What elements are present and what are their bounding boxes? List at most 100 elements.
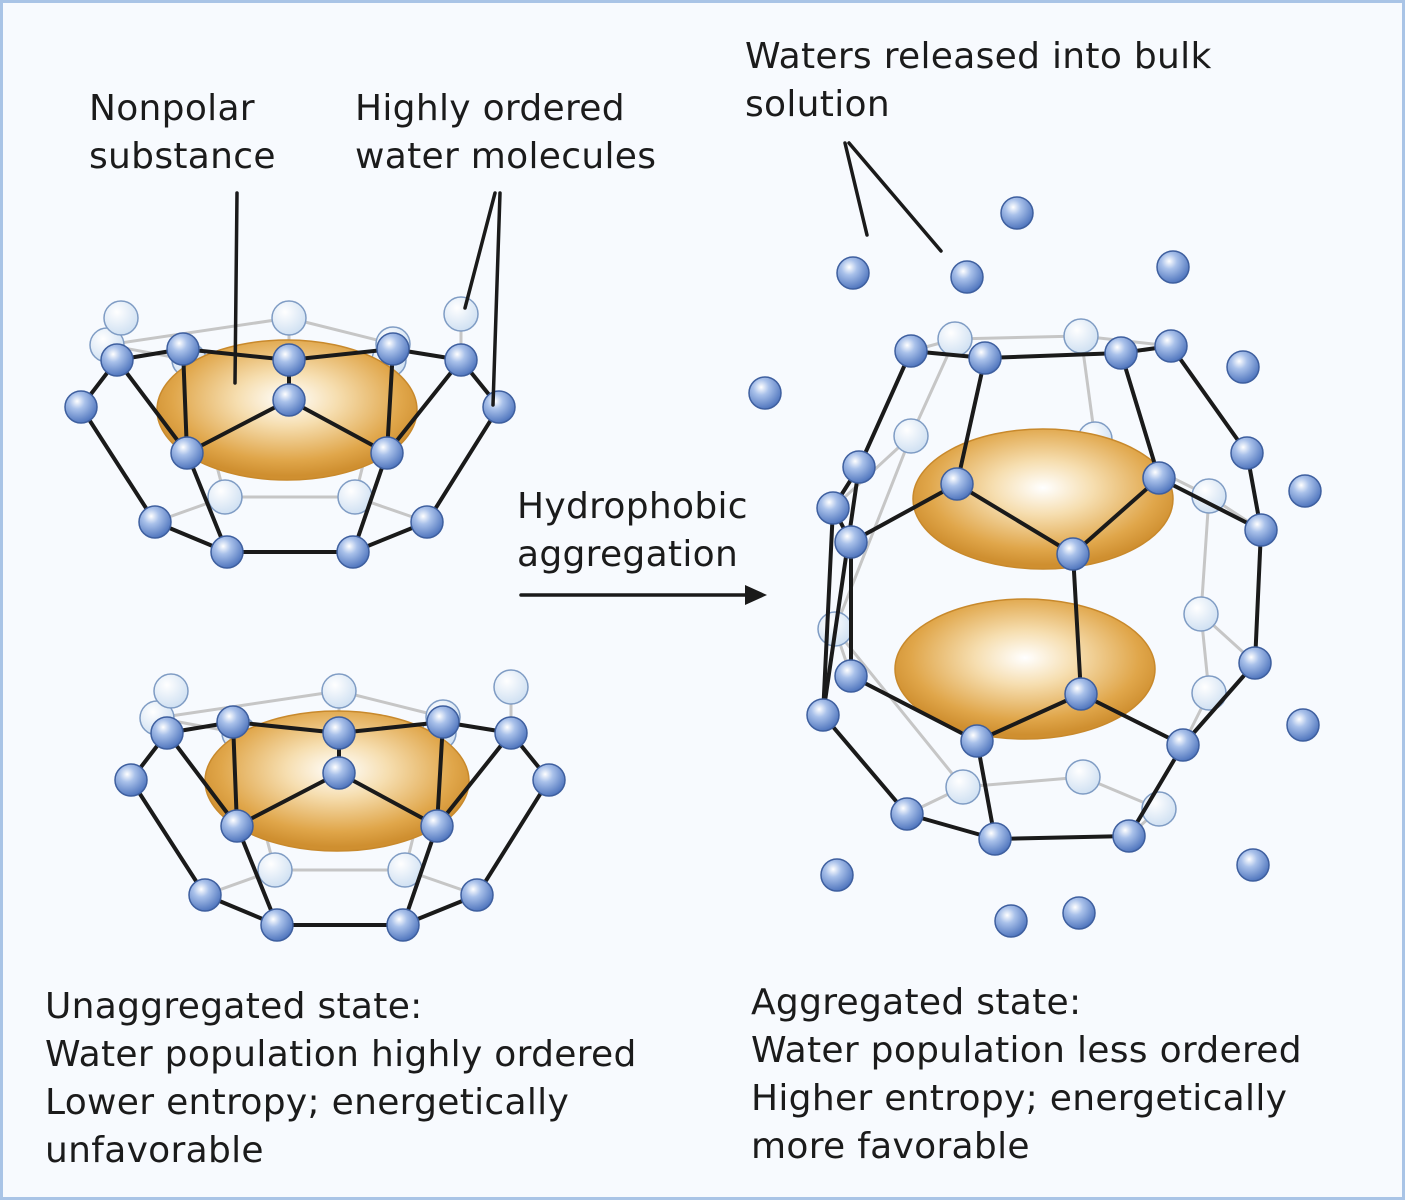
front-bond <box>231 720 341 735</box>
back-bond <box>287 316 395 346</box>
front-bond <box>337 720 445 735</box>
front-bond <box>1079 692 1185 747</box>
back-water-molecule <box>1183 596 1219 632</box>
aggregated-water-molecule <box>1104 336 1138 370</box>
back-water-molecule <box>945 769 981 805</box>
aggregated-water-molecule <box>834 525 868 559</box>
aggregated-caption: Aggregated state: Water population less … <box>751 982 1302 1167</box>
front-bond <box>993 834 1131 841</box>
released-water-molecule <box>950 260 984 294</box>
ordered-water-molecule <box>420 809 454 843</box>
ordered-water-molecule <box>482 390 516 424</box>
back-water-molecule <box>937 321 973 357</box>
ordered-water-molecule <box>532 763 566 797</box>
ordered-water-molecule <box>166 332 200 366</box>
front-bond <box>1071 476 1161 556</box>
aggregated-water-molecule <box>842 450 876 484</box>
ordered-water-molecule <box>376 332 410 366</box>
front-bond <box>185 398 291 455</box>
aggregated-water-molecule <box>978 822 1012 856</box>
released-water-molecule <box>1000 196 1034 230</box>
ordered-water-molecule <box>272 383 306 417</box>
front-bond <box>1169 344 1249 455</box>
ordered-water-molecule <box>322 756 356 790</box>
front-bond <box>351 451 389 554</box>
front-bond <box>821 465 861 717</box>
released-water-molecule <box>1288 474 1322 508</box>
aggregation-arrow-head <box>745 585 767 605</box>
back-bond <box>105 316 291 347</box>
back-bond <box>953 334 1083 341</box>
aggregated-water-molecule <box>890 797 924 831</box>
front-bond <box>857 349 913 469</box>
ordered-water-molecule <box>220 809 254 843</box>
back-water-molecule <box>1191 675 1227 711</box>
released-water-molecule <box>836 256 870 290</box>
ordered-water-molecule <box>188 878 222 912</box>
ordered-water-pointer-lines <box>463 191 502 407</box>
aggregated-water-molecule <box>940 467 974 501</box>
ordered-water-molecule <box>260 908 294 942</box>
aggregated-water-molecule <box>816 491 850 525</box>
ordered-water-molecule <box>336 535 370 569</box>
clathrate-diagram <box>64 141 1322 942</box>
ordered-water-molecule <box>100 343 134 377</box>
ordered-water-molecule <box>386 908 420 942</box>
aggregated-water-molecule <box>1154 329 1188 363</box>
back-bond <box>155 689 341 720</box>
front-bond <box>337 771 439 828</box>
ordered-water-molecule <box>272 343 306 377</box>
aggregated-water-molecule <box>1112 819 1146 853</box>
front-bond <box>1253 528 1263 665</box>
front-bond <box>129 778 207 897</box>
released-water-molecule <box>1286 708 1320 742</box>
front-bond <box>165 731 239 828</box>
front-bond <box>79 405 157 524</box>
front-bond <box>983 351 1123 360</box>
back-water-molecule <box>1065 759 1101 795</box>
aggregated-water-molecule <box>1238 646 1272 680</box>
aggregated-water-molecule <box>1064 677 1098 711</box>
front-bond <box>287 347 395 362</box>
released-water-molecule <box>748 376 782 410</box>
front-bond <box>475 778 551 897</box>
ordered-water-molecule <box>64 390 98 424</box>
front-bond <box>435 720 445 828</box>
ordered-water-molecule <box>216 705 250 739</box>
front-bond <box>1157 476 1263 532</box>
back-water-molecule <box>207 479 243 515</box>
aggregated-water-molecule <box>834 659 868 693</box>
front-bond <box>185 451 229 554</box>
front-bond <box>821 506 835 717</box>
front-bond <box>849 482 959 544</box>
ordered-water-molecule <box>410 505 444 539</box>
back-water-molecule <box>153 673 189 709</box>
back-water-molecule <box>321 673 357 709</box>
front-bond <box>849 674 979 743</box>
process-label: Hydrophobic aggregation <box>517 486 748 575</box>
nonpolar-solute-aggregated-top <box>912 428 1174 570</box>
back-bond <box>833 434 913 631</box>
aggregated-water-molecule <box>894 334 928 368</box>
front-bond <box>235 824 279 927</box>
ordered-water-label: Highly ordered water molecules <box>355 88 657 177</box>
front-bond <box>401 824 439 927</box>
nonpolar-pointer-line <box>233 191 239 385</box>
front-bond <box>235 771 341 828</box>
released-waters-label: Waters released into bulk solution <box>745 36 1212 125</box>
ordered-water-molecule <box>426 705 460 739</box>
ordered-water-molecule <box>210 535 244 569</box>
unaggregated-caption: Unaggregated state: Water population hig… <box>45 986 637 1171</box>
released-water-molecule <box>994 904 1028 938</box>
ordered-water-molecule <box>114 763 148 797</box>
front-bond <box>1071 552 1083 696</box>
released-water-molecule <box>1156 250 1190 284</box>
aggregated-water-molecule <box>960 724 994 758</box>
front-bond <box>385 358 463 455</box>
released-water-molecule <box>1236 848 1270 882</box>
aggregated-water-molecule <box>1230 436 1264 470</box>
front-bond <box>425 405 501 524</box>
ordered-water-molecule <box>170 436 204 470</box>
back-water-molecule <box>271 300 307 336</box>
